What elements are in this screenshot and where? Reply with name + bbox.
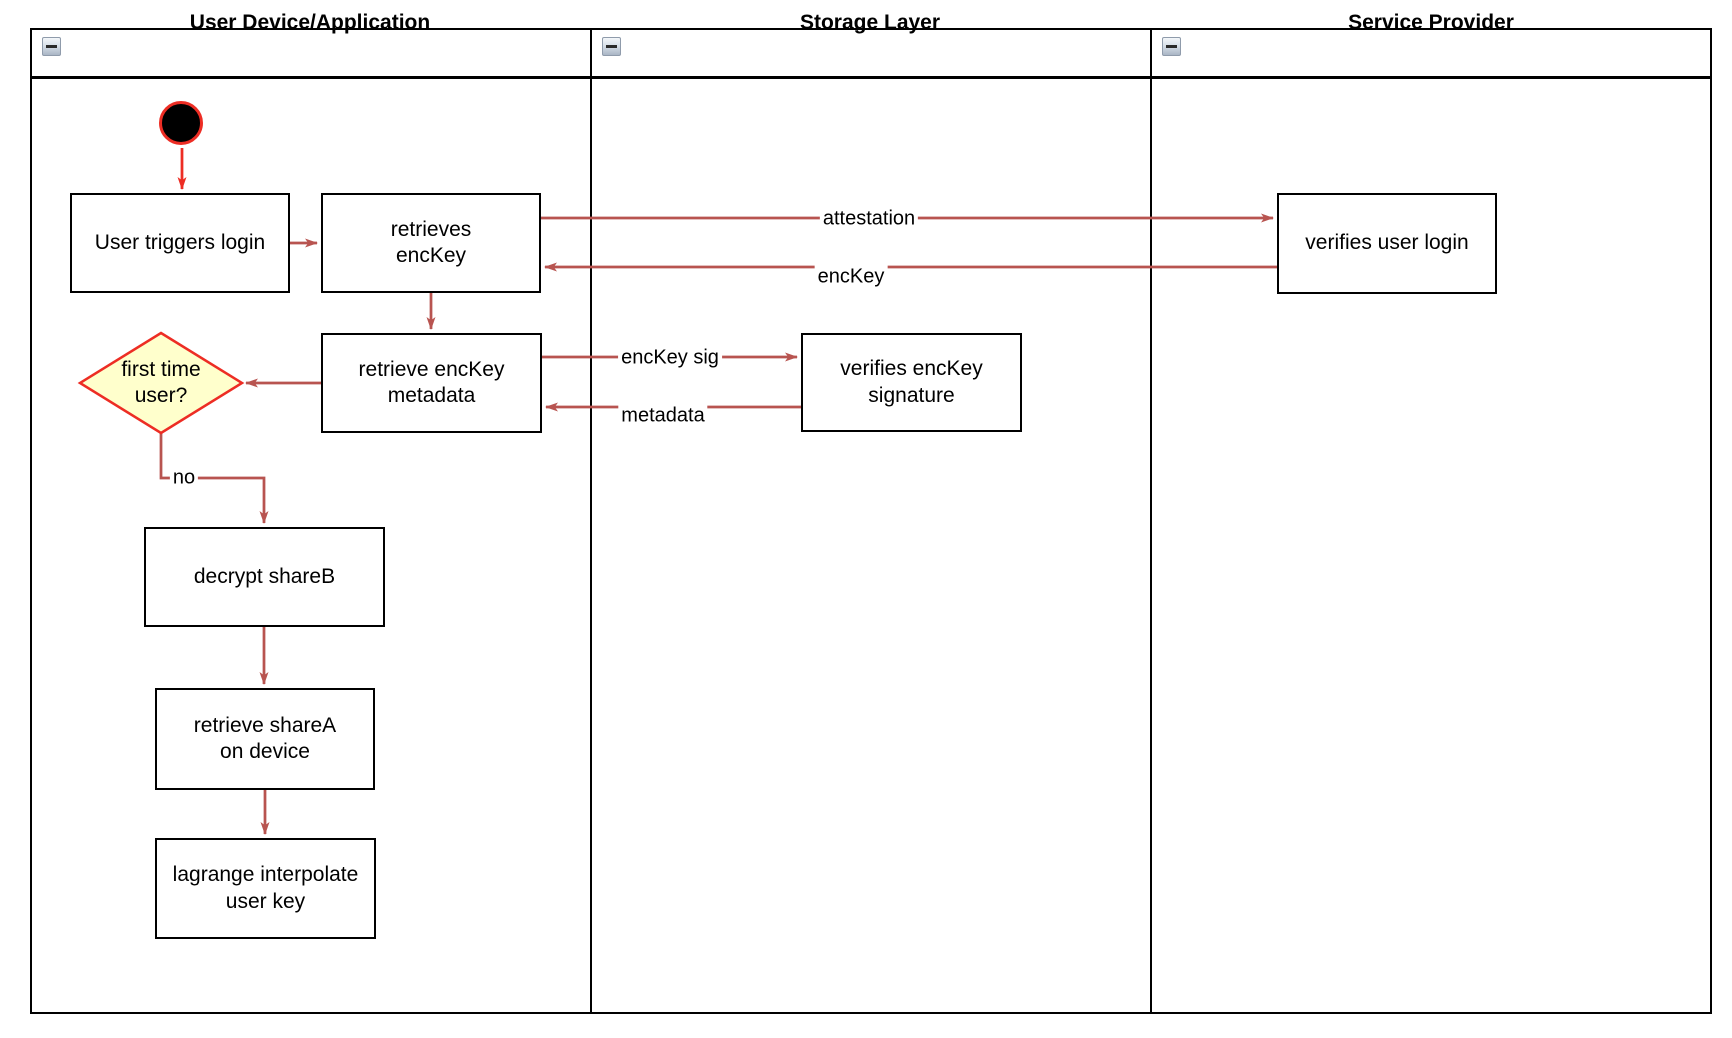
- lane-title-service-provider[interactable]: Service Provider: [1348, 11, 1514, 34]
- node-retrieves-enckey[interactable]: retrieves encKey: [321, 193, 541, 293]
- lane-divider-2: [1149, 30, 1152, 1012]
- collapse-minus-icon[interactable]: [42, 37, 61, 56]
- edge-decision-no-to-decrypt[interactable]: [159, 433, 269, 524]
- edge-label-enckey[interactable]: encKey: [814, 265, 888, 289]
- lane-divider-1: [589, 30, 592, 1012]
- edge-label-metadata[interactable]: metadata: [618, 404, 708, 428]
- edge-label-no[interactable]: no: [169, 466, 199, 490]
- node-lagrange-interpolate[interactable]: lagrange interpolate user key: [155, 838, 376, 939]
- initial-node[interactable]: [159, 101, 203, 145]
- minus-glyph: [46, 45, 57, 48]
- edge-label-enckey-sig[interactable]: encKey sig: [618, 346, 722, 370]
- collapse-minus-icon[interactable]: [602, 37, 621, 56]
- decision-diamond[interactable]: [77, 331, 245, 435]
- node-retrieve-enckey-metadata[interactable]: retrieve encKey metadata: [321, 333, 542, 433]
- node-decrypt-shareb[interactable]: decrypt shareB: [144, 527, 385, 627]
- swimlane-pool: [30, 28, 1712, 1014]
- node-user-triggers-login[interactable]: User triggers login: [70, 193, 290, 293]
- collapse-minus-icon[interactable]: [1162, 37, 1181, 56]
- lane-header-divider: [32, 76, 1710, 79]
- node-verifies-enckey-signature[interactable]: verifies encKey signature: [801, 333, 1022, 432]
- node-retrieve-sharea[interactable]: retrieve shareA on device: [155, 688, 375, 790]
- lane-title-user-device[interactable]: User Device/Application: [189, 11, 431, 34]
- edge-label-attestation[interactable]: attestation: [819, 207, 919, 231]
- lane-title-storage-layer[interactable]: Storage Layer: [799, 11, 941, 34]
- node-verifies-user-login[interactable]: verifies user login: [1277, 193, 1497, 294]
- minus-glyph: [606, 45, 617, 48]
- minus-glyph: [1166, 45, 1177, 48]
- decision-first-time-user-label[interactable]: first time user?: [121, 357, 201, 407]
